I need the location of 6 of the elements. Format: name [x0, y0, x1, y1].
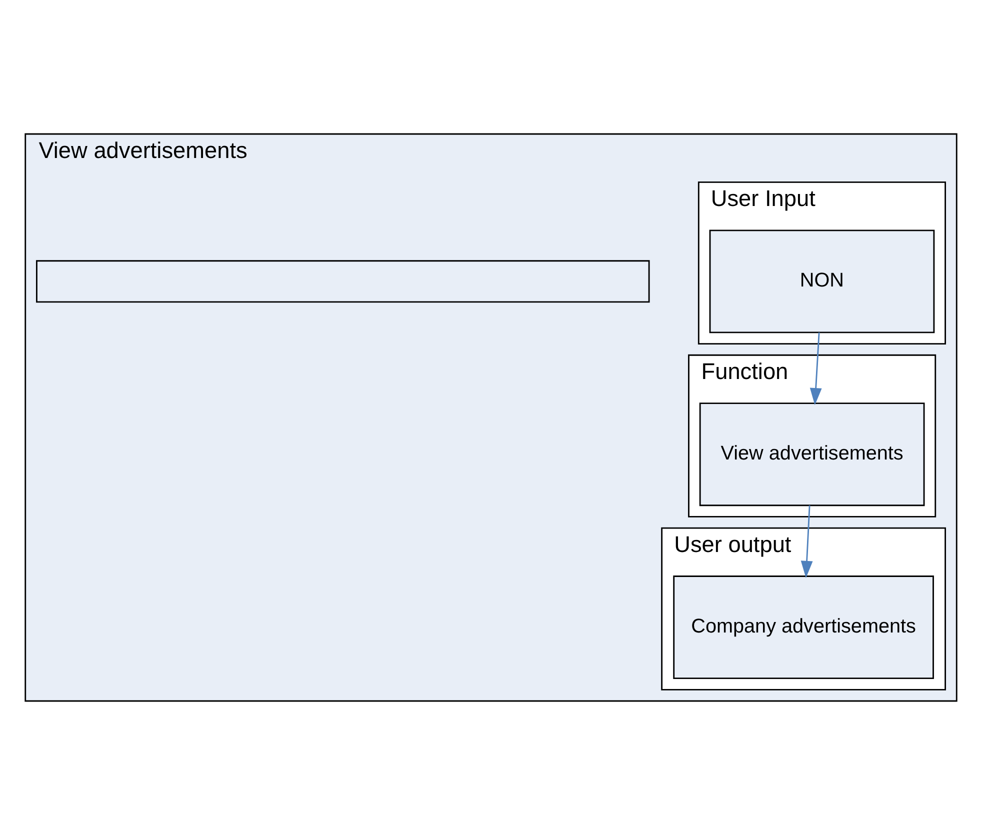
node-box: View advertisements: [699, 402, 925, 506]
arrow: [800, 504, 813, 578]
node-box: NON: [709, 229, 935, 333]
arrow: [810, 332, 822, 405]
node-bar: [36, 260, 650, 302]
node-box: Company advertisements: [673, 575, 934, 679]
